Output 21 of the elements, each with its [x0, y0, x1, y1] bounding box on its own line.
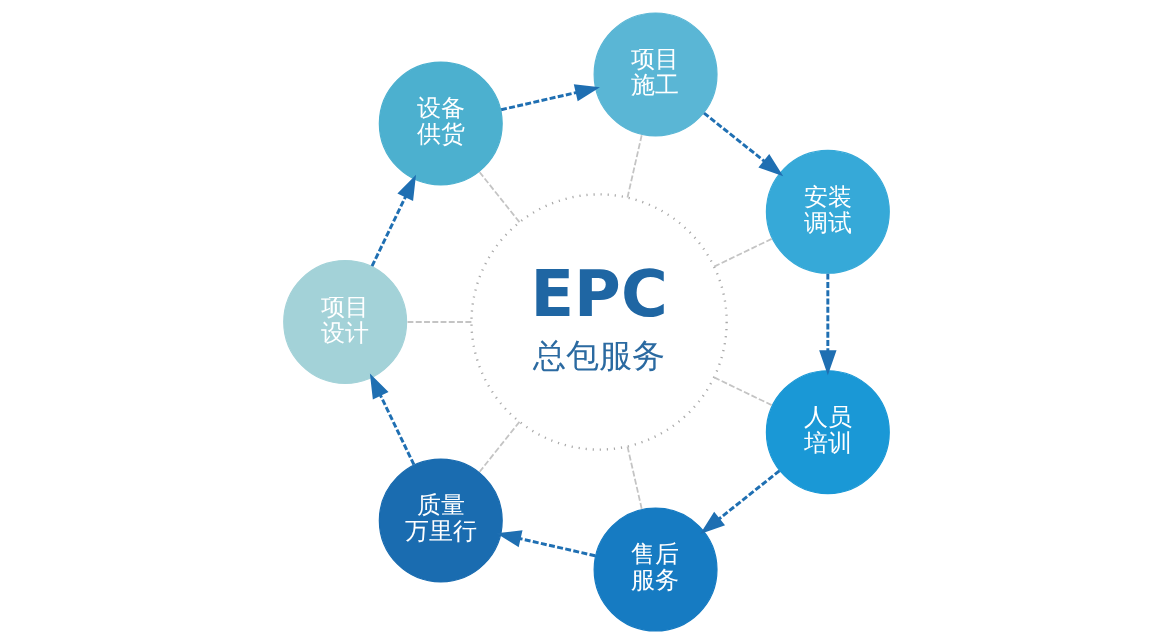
arrow	[819, 273, 837, 376]
node-circle: 质量万里行	[378, 458, 503, 583]
node-circle: 售后服务	[593, 507, 718, 632]
arrow	[500, 84, 600, 112]
arrow	[369, 373, 416, 466]
arrow	[700, 469, 781, 534]
arrow	[370, 174, 416, 267]
connector	[405, 321, 473, 323]
node-circle: EPC 总包服务	[470, 193, 728, 451]
connector	[713, 237, 774, 268]
arrow	[703, 111, 784, 177]
connector	[713, 376, 774, 407]
connector	[626, 445, 643, 511]
connector	[478, 420, 521, 474]
node-circle: 安装调试	[765, 149, 890, 274]
connector	[626, 133, 643, 199]
node-circle: 项目设计	[283, 260, 408, 385]
node-circle: 项目施工	[593, 12, 718, 137]
connector	[478, 170, 521, 224]
node-circle: 设备供货	[378, 61, 503, 186]
node-circle: 人员培训	[765, 370, 890, 495]
